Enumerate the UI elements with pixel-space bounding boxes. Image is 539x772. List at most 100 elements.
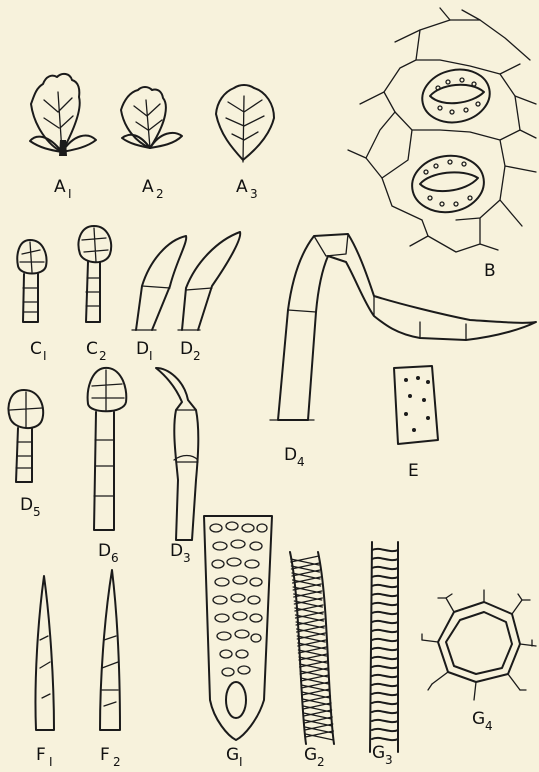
label-g2: G (304, 745, 317, 765)
g2-coil (303, 696, 331, 702)
g3-band (372, 675, 398, 677)
figure-d2-hair (178, 232, 240, 330)
g2-coil (297, 626, 325, 632)
label-d4-sub: 4 (297, 455, 305, 469)
figure-a2-leaf (121, 87, 182, 148)
label-a2: A (142, 177, 154, 197)
g2-coil (291, 563, 319, 569)
figure-d5-glandular-hair (9, 390, 44, 482)
figure-g4-cell-wall (422, 590, 536, 700)
label-g3-sub: 3 (385, 753, 393, 767)
label-d6: D (98, 541, 111, 561)
label-a2-sub: 2 (156, 187, 164, 201)
label-a3: A (236, 177, 248, 197)
label-f1-sub: I (49, 755, 53, 769)
g1-pits (210, 522, 267, 718)
label-d3-sub: 3 (183, 551, 191, 565)
g2-coil (292, 570, 320, 576)
g3-band (372, 738, 398, 740)
label-d3: D (170, 541, 183, 561)
g3-band (372, 549, 398, 551)
label-g4: G (472, 709, 485, 729)
g3-band (372, 711, 398, 713)
g3-band (372, 729, 398, 731)
g3-band (372, 612, 398, 614)
g3-band (372, 630, 398, 632)
g2-coil (291, 556, 319, 562)
label-c1-sub: I (43, 349, 47, 363)
g2-coil (293, 584, 321, 590)
g3-band (372, 702, 398, 704)
g3-band (372, 585, 398, 587)
label-f2-sub: 2 (113, 755, 121, 769)
label-f2: F (100, 745, 110, 765)
g3-band (372, 720, 398, 722)
label-e: E (408, 461, 419, 481)
g2-coil (295, 605, 323, 611)
figure-g3-vessel (370, 542, 398, 752)
g2-coil (298, 640, 326, 646)
g2-coil (305, 734, 333, 740)
g3-band (372, 639, 398, 641)
g3-band (372, 693, 398, 695)
g2-coil (305, 731, 333, 737)
label-d4: D (284, 445, 297, 465)
figure-d1-hair (132, 236, 186, 330)
figure-g2-spiral-vessel (290, 552, 334, 744)
figure-a3-leaf (216, 85, 274, 162)
figure-labels: A I A 2 A 3 B C I C 2 D I D 2 D 4 E D 5 … (20, 177, 496, 769)
figure-f1-fibre (35, 576, 54, 730)
label-c1: C (30, 339, 42, 359)
g3-band (372, 594, 398, 596)
label-g2-sub: 2 (317, 755, 325, 769)
figure-a1-leaf (30, 74, 96, 156)
figure-e-cell (394, 366, 438, 444)
g2-coil (300, 668, 328, 674)
g2-coil (304, 710, 332, 716)
label-d5-sub: 5 (33, 505, 41, 519)
label-d2: D (180, 339, 193, 359)
label-c2: C (86, 339, 98, 359)
label-d1: D (136, 339, 149, 359)
g2-coil (294, 591, 322, 597)
g3-band (372, 666, 398, 668)
label-d1-sub: I (149, 349, 153, 363)
label-a3-sub: 3 (250, 187, 258, 201)
g2-coil (301, 682, 329, 688)
g2-coil (296, 619, 324, 625)
label-f1: F (36, 745, 46, 765)
label-a1: A (54, 177, 66, 197)
g2-coil (296, 612, 324, 618)
figure-c1-glandular-hair (17, 240, 46, 322)
g2-coil (300, 661, 328, 667)
figure-g1-vessel (204, 516, 272, 740)
g3-band (372, 558, 398, 560)
g3-band (372, 567, 398, 569)
g3-band (372, 621, 398, 623)
g3-band (372, 576, 398, 578)
label-g1: G (226, 745, 239, 765)
label-g1-sub: I (239, 755, 243, 769)
g3-band (372, 648, 398, 650)
figure-c2-glandular-hair (79, 226, 112, 322)
figure-d3-hair (156, 368, 198, 540)
g2-coil (298, 647, 326, 653)
figure-f2-fibre (100, 570, 120, 730)
g2-coil (303, 703, 331, 709)
label-d2-sub: 2 (193, 349, 201, 363)
label-g3: G (372, 743, 385, 763)
g2-coil (293, 577, 321, 583)
g2-coil (294, 598, 322, 604)
g3-thickenings (372, 549, 398, 740)
g2-coil (299, 654, 327, 660)
g2-coil (304, 717, 332, 723)
label-b: B (484, 261, 496, 281)
label-g4-sub: 4 (485, 719, 493, 733)
g2-coil (297, 633, 325, 639)
label-c2-sub: 2 (99, 349, 107, 363)
label-d5: D (20, 495, 33, 515)
g3-band (372, 657, 398, 659)
g3-band (372, 603, 398, 605)
